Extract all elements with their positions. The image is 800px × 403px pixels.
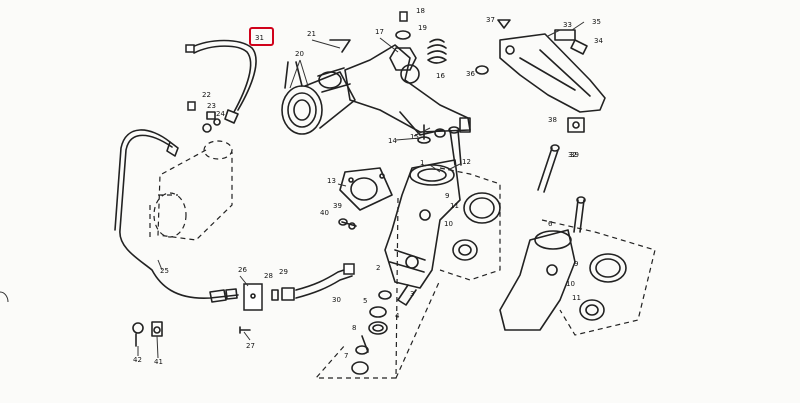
callout-23: 23 [207, 102, 216, 110]
callout-39-b: 39 [333, 202, 342, 210]
callout-2: 2 [376, 264, 380, 272]
gasket-13 [339, 167, 393, 211]
callout-13: 13 [327, 177, 336, 185]
callout-32: 32 [568, 151, 577, 159]
hose-31 [185, 39, 257, 124]
callout-26: 26 [238, 266, 247, 274]
callout-10-b: 10 [566, 280, 575, 288]
callout-28: 28 [264, 272, 273, 280]
callout-31: 31 [255, 34, 264, 42]
fork-lever [329, 39, 471, 138]
callout-12: 12 [462, 158, 471, 166]
plate-26 [239, 283, 263, 334]
callout-labels: 31 21 17 18 19 20 16 37 33 35 34 36 32 2… [133, 7, 603, 366]
leader-lines [137, 21, 585, 359]
parts-41-42 [132, 321, 163, 347]
callout-6: 6 [548, 220, 553, 228]
bolt-39-40 [338, 218, 357, 230]
callout-9-b: 9 [574, 260, 578, 268]
callout-10: 10 [444, 220, 453, 228]
pin-stack-17-19 [389, 11, 420, 84]
callout-41: 41 [154, 358, 163, 366]
callout-40: 40 [320, 209, 329, 217]
callout-18: 18 [416, 7, 425, 15]
callout-11-b: 11 [572, 294, 581, 302]
callout-27: 27 [246, 342, 255, 350]
callout-25: 25 [160, 267, 169, 275]
fittings-22-24 [187, 101, 221, 133]
callout-38: 38 [548, 116, 557, 124]
callout-33: 33 [563, 21, 572, 29]
callout-3: 3 [410, 290, 414, 298]
callout-20: 20 [295, 50, 304, 58]
spring-16 [427, 38, 447, 64]
bolt-14-15 [417, 124, 431, 144]
callout-42: 42 [133, 356, 142, 364]
callout-14: 14 [388, 137, 397, 145]
callout-24: 24 [216, 110, 225, 118]
callout-21: 21 [307, 30, 316, 38]
master-cylinder-center [384, 126, 462, 306]
release-bearing-20 [281, 61, 356, 135]
callout-15: 15 [410, 133, 419, 141]
callout-36: 36 [466, 70, 475, 78]
piston-parts-center [351, 290, 392, 375]
callout-7: 7 [344, 352, 348, 360]
callout-22: 22 [202, 91, 211, 99]
callout-19: 19 [418, 24, 427, 32]
callout-16: 16 [436, 72, 445, 80]
ghost-master-cylinder [149, 140, 233, 241]
pipe-25 [114, 129, 239, 303]
bracket-33 [475, 19, 606, 133]
callout-39: 39 [570, 151, 579, 159]
master-cylinder-right [499, 196, 656, 336]
edge-fragment [0, 291, 9, 303]
callout-34: 34 [594, 37, 603, 45]
callout-5: 5 [363, 297, 367, 305]
callout-8: 8 [352, 324, 356, 332]
callout-29: 29 [279, 268, 288, 276]
callout-9: 9 [445, 192, 449, 200]
callout-11: 11 [450, 202, 459, 210]
kit-outline-center [314, 167, 501, 379]
callout-30: 30 [332, 296, 341, 304]
pipe-30 [271, 263, 355, 301]
callout-37: 37 [486, 16, 495, 24]
callout-4: 4 [395, 312, 400, 320]
callout-35: 35 [592, 18, 601, 26]
pin-32 [537, 144, 560, 193]
callout-1: 1 [420, 159, 424, 167]
seals-center [452, 192, 501, 261]
highlight-box-31 [249, 27, 274, 46]
callout-17: 17 [375, 28, 384, 36]
